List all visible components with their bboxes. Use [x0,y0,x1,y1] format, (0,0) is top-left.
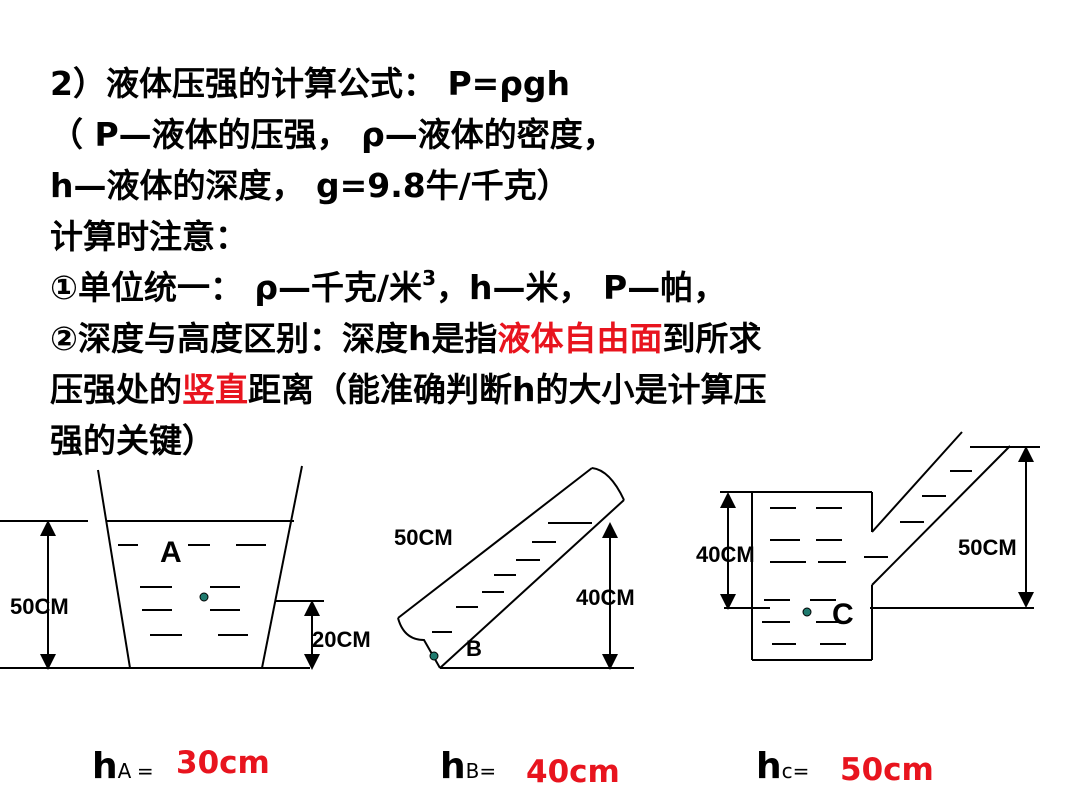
container-b [397,467,634,670]
dim-b-vertical: 40CM [576,585,635,610]
answer-c-h: h [756,746,782,787]
depth-note-1: ②深度与高度区别：深度h是指液体自由面到所求 [50,313,1050,364]
label-a: A [160,536,182,569]
unit-note-sup: 3 [422,266,437,290]
explanation-text: 2）液体压强的计算公式： P=ρgh （ P—液体的压强， ρ—液体的密度， h… [50,58,1050,466]
dim-b-slant: 50CM [394,525,453,550]
depth-note-3: 强的关键） [50,421,215,460]
point-c [802,607,812,617]
unit-note-post: ，h—米， P—帕， [436,268,727,307]
dim-a-point: 20CM [312,627,371,652]
answer-c-eq: = [792,759,810,783]
point-b [429,651,439,661]
container-a [0,465,324,670]
dim-c-inner: 40CM [696,542,755,567]
label-c: C [832,598,854,631]
symbol-line-2: h—液体的深度， g=9.8牛/千克） [50,166,570,205]
unit-note-pre: ①单位统一： ρ—千克/米 [50,268,423,307]
symbol-line-1: （ P—液体的压强， ρ—液体的密度， [50,115,616,154]
answer-b-eq: = [479,759,497,783]
container-c [720,431,1040,661]
unit-note: ①单位统一： ρ—千克/米3，h—米， P—帕， [50,262,1050,313]
answer-a-eq: = [136,759,154,783]
dim-c-outer: 50CM [958,535,1017,560]
formula-line: 2）液体压强的计算公式： P=ρgh [50,64,571,103]
answer-c-sub: c [781,759,793,783]
depth-note2-pre: 压强处的 [50,370,182,409]
depth-note-post: 到所求 [662,319,762,358]
answer-a-h: h [92,746,118,787]
answer-b-sub: B [465,759,480,783]
answer-c-value: 50cm [840,752,934,788]
dim-a-total: 50CM [10,594,69,619]
vertical-highlight: 竖直 [182,370,248,409]
answer-a-sub: A [117,759,132,783]
depth-note-2: 压强处的竖直距离（能准确判断h的大小是计算压 [50,364,1050,415]
answer-a-value: 30cm [176,745,270,781]
answer-b-h: h [440,746,466,787]
depth-note-pre: ②深度与高度区别：深度h是指 [50,319,498,358]
answer-a: hA = [92,746,154,787]
answer-c: hc= [756,746,809,787]
label-b: B [466,636,482,661]
answer-b: hB= [440,746,496,787]
note-heading: 计算时注意： [50,217,248,256]
answer-b-value: 40cm [526,754,620,790]
point-a [199,592,209,602]
depth-note2-post: 距离（能准确判断h的大小是计算压 [248,370,767,409]
free-surface-highlight: 液体自由面 [497,319,663,358]
